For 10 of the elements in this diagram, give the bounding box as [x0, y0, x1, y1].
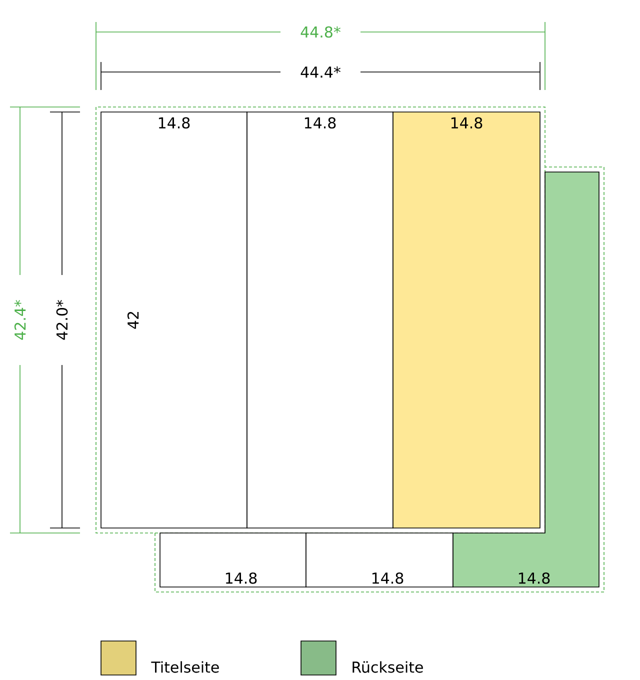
legend-label: Rückseite [352, 661, 423, 673]
panel: 14.8 [306, 532, 454, 588]
panel: 14.8 42 [100, 112, 248, 528]
panel: 14.8 [246, 112, 394, 528]
panel: 14.8 [160, 532, 306, 588]
panel: 14.8 [392, 112, 540, 528]
panel: 14.8 [452, 172, 600, 588]
legend-label: Titelseite [151, 661, 219, 673]
dimension-line: 42.0* [50, 112, 80, 528]
dimension-line: 44.4* [100, 62, 540, 90]
